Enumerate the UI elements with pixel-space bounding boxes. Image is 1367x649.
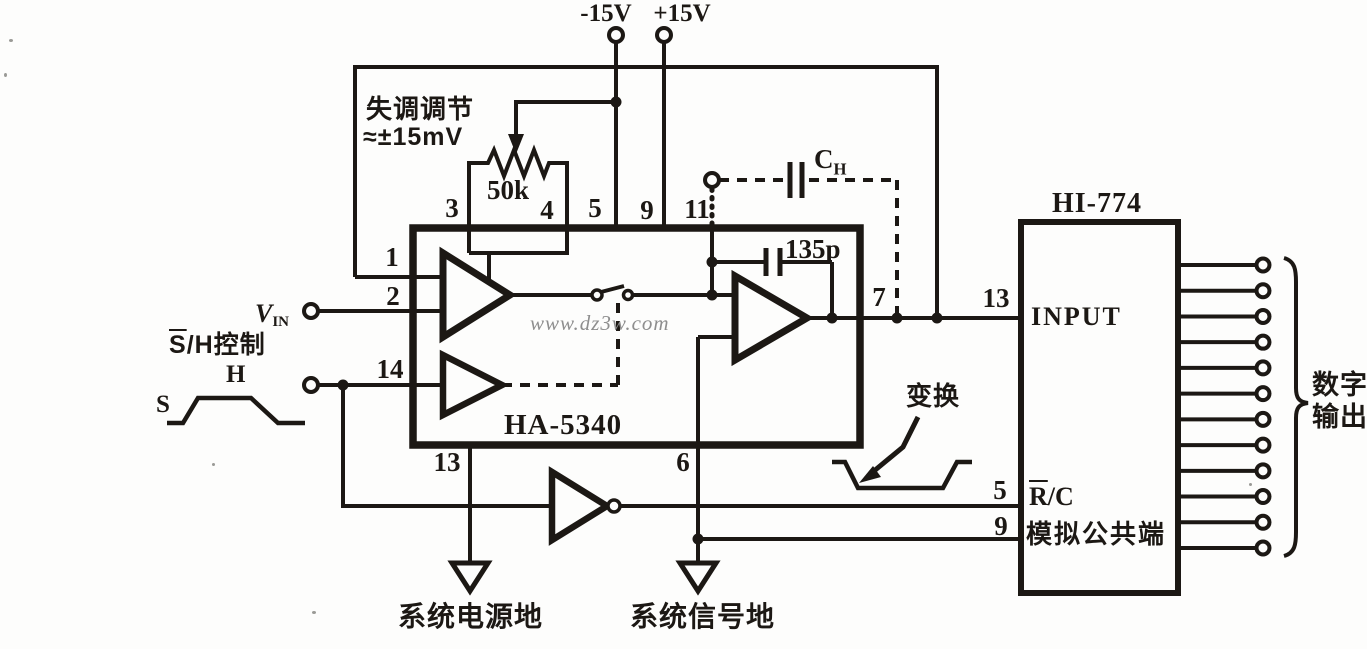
signal-ground-icon	[675, 560, 721, 596]
sh-control-label: S/H控制	[169, 332, 266, 358]
vin-label: VIN	[255, 300, 289, 331]
supply-wires	[614, 42, 666, 228]
terminals	[302, 26, 721, 394]
pin-14: 14	[376, 354, 404, 384]
power-ground-label: 系统电源地	[398, 601, 544, 632]
convert-label: 变换	[906, 381, 961, 411]
vin-terminal	[302, 302, 320, 320]
digital-output-terminal	[1254, 359, 1272, 377]
neg-supply-label: -15V	[580, 0, 632, 27]
wiper-arrow-icon	[508, 134, 524, 154]
sh-overlined: S	[169, 331, 187, 359]
digital-output-terminal	[1254, 307, 1272, 325]
switch-contact-right	[621, 288, 635, 302]
scan-speck	[9, 39, 13, 42]
digital-output-terminal	[1254, 513, 1272, 531]
digital-output-label-1: 数字	[1312, 370, 1367, 400]
scan-speck	[4, 73, 7, 77]
convert-arrowhead-icon	[859, 466, 881, 483]
digital-output-terminal	[1254, 436, 1272, 454]
comp-cap-135p	[712, 248, 834, 318]
hold-cap-subscript: H	[833, 159, 847, 179]
sh-control-terminal	[302, 376, 320, 394]
pin-13-ground: 13	[433, 447, 461, 477]
pin-4: 4	[540, 195, 554, 225]
watermark: www.dz3w.com	[530, 311, 670, 335]
scan-speck	[1249, 483, 1252, 486]
sample-level-label: S	[156, 391, 170, 418]
pot-value-label: 50k	[487, 175, 530, 205]
pos-supply-label: +15V	[653, 0, 711, 27]
digital-output-terminal	[1254, 488, 1272, 506]
pin-3: 3	[445, 193, 459, 223]
comp-cap-label: 135p	[785, 234, 841, 264]
scan-speck	[212, 463, 215, 466]
pin-5-rc: 5	[993, 475, 1007, 505]
digital-output-terminal	[1254, 282, 1272, 300]
feedback-loop-wire	[353, 65, 939, 318]
rc-overlined: R	[1029, 482, 1048, 511]
ground-symbols	[447, 560, 721, 596]
digital-output-terminals	[1178, 256, 1272, 557]
vin-symbol: V	[255, 299, 273, 328]
sample-pulse-waveform	[167, 395, 305, 426]
pin-2: 2	[386, 281, 400, 311]
offset-adjust-label: 失调调节	[366, 94, 475, 124]
digital-output-brace	[1283, 256, 1309, 558]
pin-1: 1	[385, 242, 399, 272]
pot-50k-resistor	[467, 144, 569, 279]
hold-cap-symbol: C	[814, 144, 834, 174]
analog-common-label: 模拟公共端	[1026, 519, 1167, 549]
hold-cap-dashed-wire	[719, 178, 899, 313]
pin-13-input: 13	[982, 283, 1010, 313]
hi774-name: HI-774	[1052, 188, 1142, 219]
rc-rest: /C	[1047, 482, 1074, 511]
input-amp-icon	[439, 246, 517, 344]
ha5340-name: HA-5340	[504, 409, 623, 441]
pin-9: 9	[640, 195, 654, 225]
scan-speck	[312, 611, 316, 614]
hi774-input-label: INPUT	[1031, 302, 1122, 331]
digital-output-terminal	[1254, 539, 1272, 557]
digital-output-terminal	[1254, 256, 1272, 274]
ha5340-box	[409, 224, 864, 449]
output-wires	[468, 316, 1021, 563]
inverter-icon	[548, 466, 614, 546]
neg-supply-terminal	[607, 26, 625, 44]
switch-control-dashed	[502, 303, 620, 387]
pin-6: 6	[676, 447, 690, 477]
hi774-rc-label: R/C	[1029, 483, 1074, 510]
pos-supply-terminal	[655, 26, 673, 44]
signal-ground-label: 系统信号地	[630, 601, 776, 632]
pin-5: 5	[588, 193, 602, 223]
hold-level-label: H	[226, 361, 246, 388]
digital-output-label-2: 输出	[1312, 402, 1367, 432]
hold-cap-terminal	[703, 171, 721, 189]
sh-rest: /H控制	[186, 331, 266, 359]
digital-output-terminal	[1254, 462, 1272, 480]
amplifiers	[439, 246, 814, 546]
hi774-box	[1018, 219, 1181, 596]
switch-contact-left	[590, 288, 604, 302]
digital-output-terminal	[1254, 333, 1272, 351]
pot-wiper-wire	[508, 100, 616, 154]
pin-9-common: 9	[994, 511, 1008, 541]
junction-dots	[337, 96, 943, 545]
digital-output-terminal	[1254, 410, 1272, 428]
inverter-bubble-icon	[606, 498, 622, 514]
convert-pulse-waveform	[832, 415, 972, 491]
vin-subscript: IN	[272, 314, 290, 331]
offset-range-label: ≈±15mV	[363, 123, 464, 151]
power-ground-icon	[447, 560, 493, 596]
pin-11: 11	[684, 194, 710, 224]
pin-7: 7	[872, 282, 886, 312]
digital-output-terminal	[1254, 385, 1272, 403]
sample-switch-wires	[510, 228, 735, 297]
control-buffer-icon	[439, 349, 510, 421]
hold-cap-label: CH	[814, 145, 847, 178]
hold-cap-plates	[787, 162, 805, 198]
output-amp-icon	[731, 269, 814, 367]
